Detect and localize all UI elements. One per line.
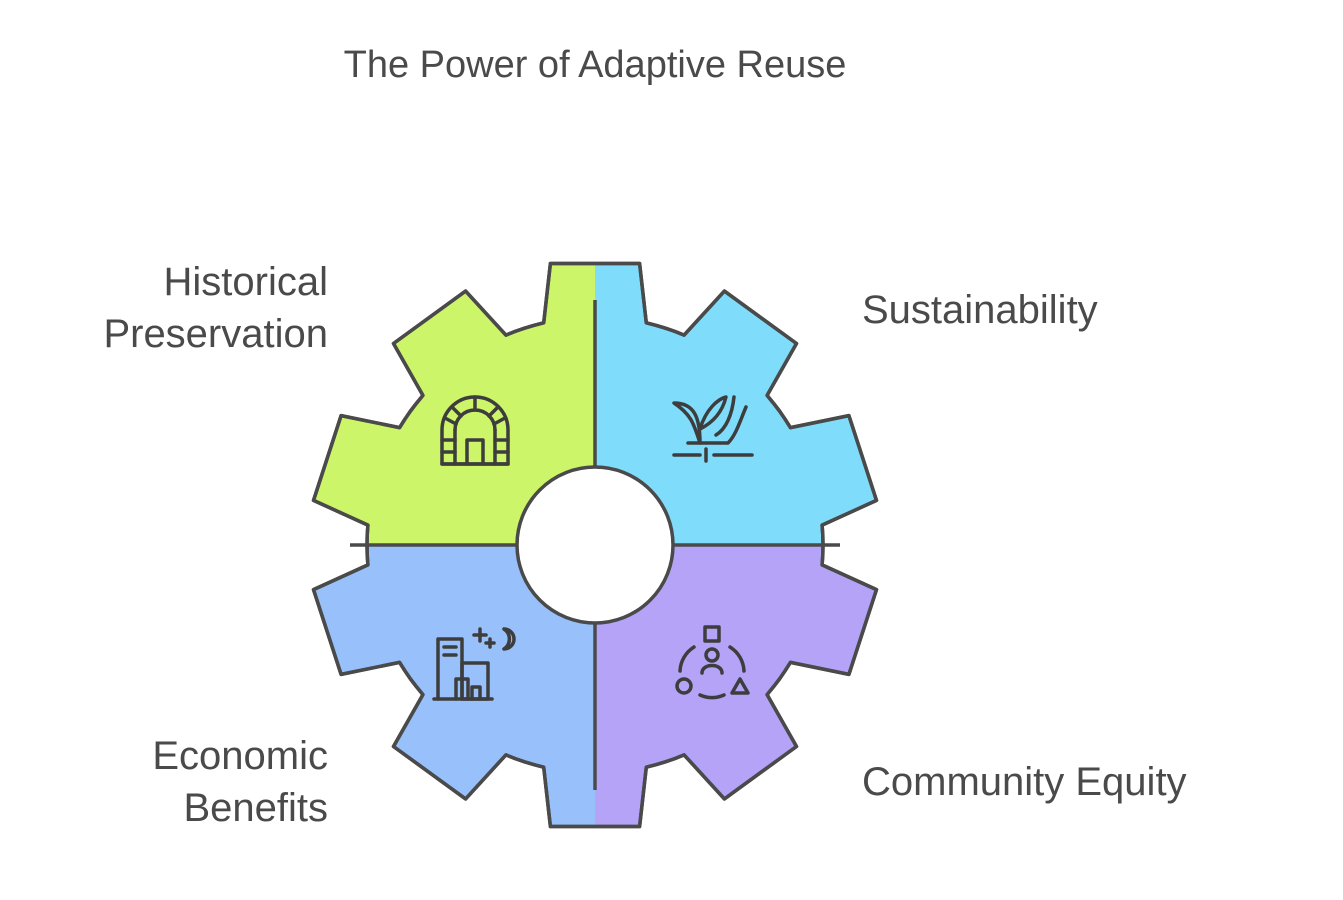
arched-window-icon (440, 395, 510, 466)
label-community-equity: Community Equity (862, 756, 1187, 808)
label-economic-benefits: Economic Benefits (40, 730, 328, 834)
diagram-title: The Power of Adaptive Reuse (343, 44, 847, 86)
label-sustainability: Sustainability (862, 284, 1098, 336)
gear-outline (311, 261, 879, 829)
label-line: Economic (152, 734, 328, 778)
label-line: Sustainability (862, 288, 1098, 332)
community-shapes-icon (675, 625, 750, 700)
label-line: Historical (163, 260, 328, 304)
label-line: Benefits (183, 786, 328, 830)
plant-hand-icon (672, 395, 754, 463)
city-night-icon (432, 627, 516, 701)
label-line: Preservation (103, 312, 328, 356)
label-historical-preservation: Historical Preservation (40, 256, 328, 360)
label-line: Community Equity (862, 760, 1187, 804)
gear-hub (515, 465, 675, 625)
